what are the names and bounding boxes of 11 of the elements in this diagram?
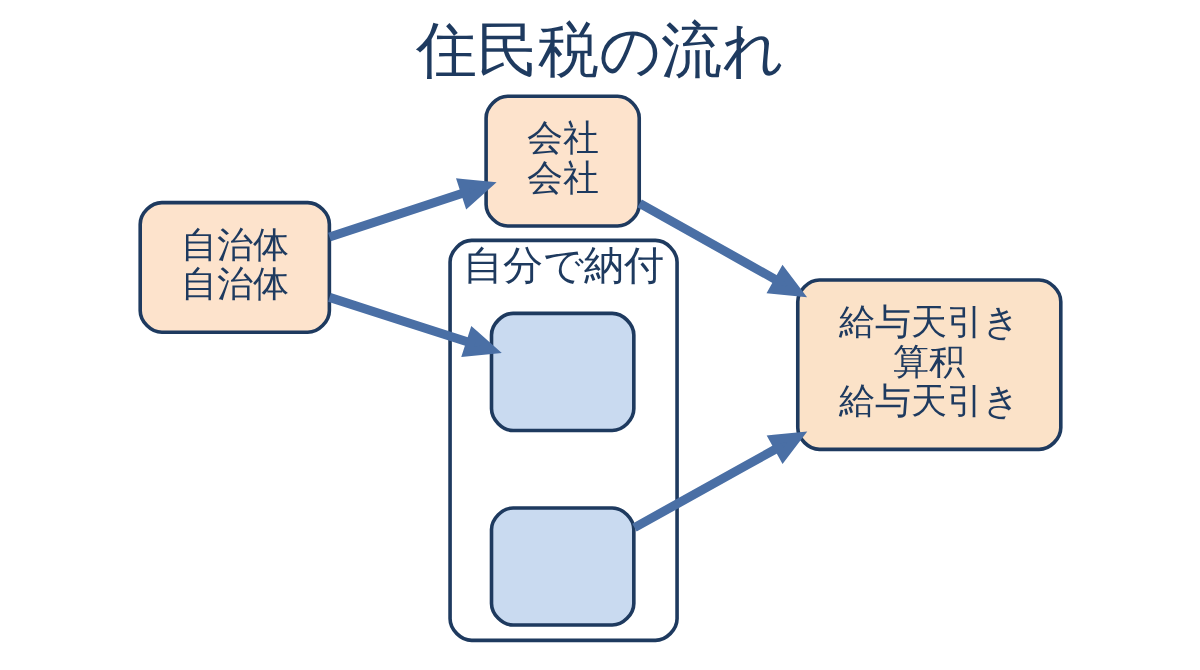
cluster: 自分で納付 xyxy=(447,238,679,643)
arrow xyxy=(327,178,497,242)
arrow xyxy=(637,199,807,298)
node-box xyxy=(489,506,636,627)
node-box: 自治体 自治体 xyxy=(137,200,331,335)
diagram-title: 住民税の流れ xyxy=(416,14,784,86)
arrow xyxy=(327,293,502,357)
arrow xyxy=(631,431,807,532)
node-box: 給与天引き 算积 給与天引き xyxy=(795,278,1063,452)
node-box: 会社 会社 xyxy=(483,94,641,228)
node-box xyxy=(489,311,636,433)
